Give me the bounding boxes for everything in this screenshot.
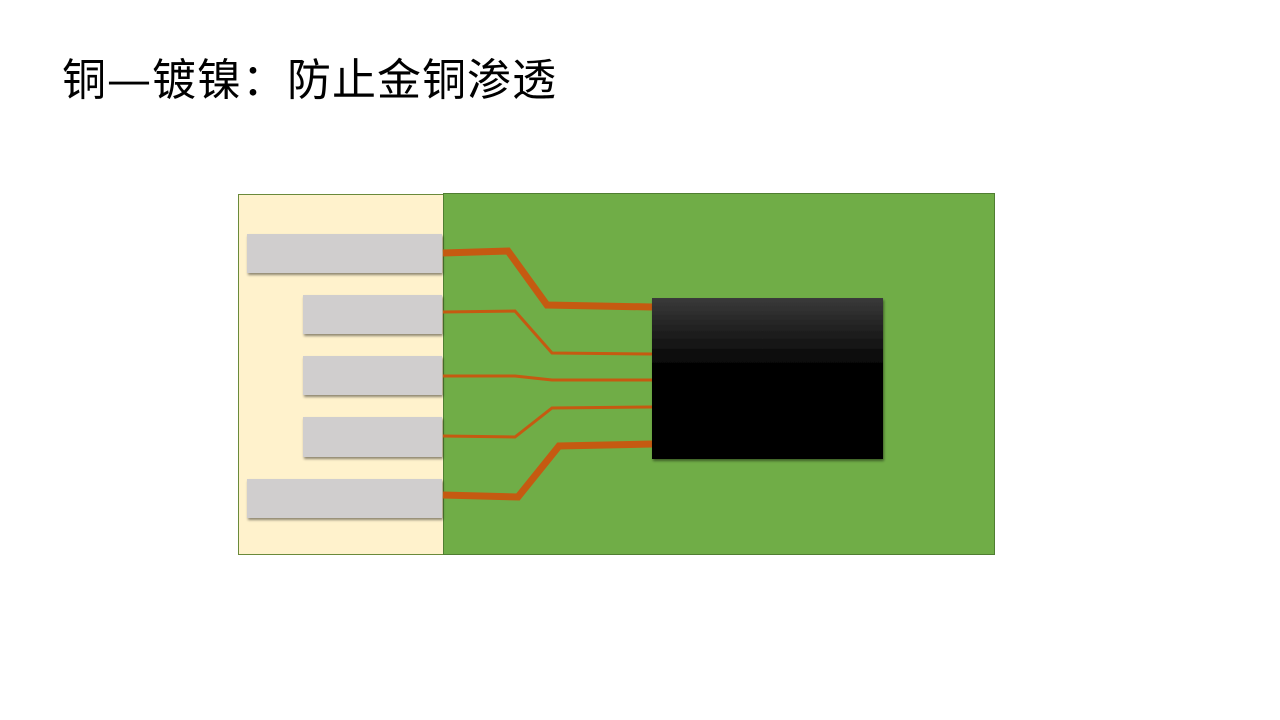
pad-1: [247, 234, 442, 273]
slide-title: 铜—镀镍：防止金铜渗透: [62, 55, 557, 106]
trace-1: [442, 247, 653, 311]
trace-3: [443, 374, 652, 382]
trace-4: [442, 405, 653, 439]
pad-4: [303, 417, 442, 457]
pad-3: [303, 356, 442, 395]
pad-2: [303, 295, 442, 334]
trace-2: [442, 309, 653, 356]
pad-5: [247, 479, 442, 518]
ic-chip: [652, 298, 883, 459]
trace-5: [442, 440, 653, 501]
